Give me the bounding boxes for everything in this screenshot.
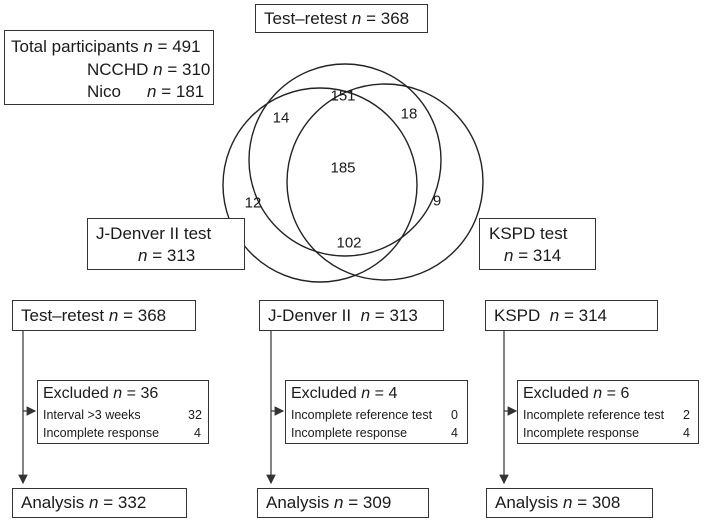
total-participants-label: Total participants n = 491 bbox=[11, 37, 201, 56]
flow1-analysis-box: Analysis n = 332 bbox=[12, 488, 187, 518]
venn-test-retest-label: Test–retest n = 368 bbox=[264, 9, 410, 28]
flow1-excluded-label: Excluded n = 36 bbox=[43, 385, 159, 402]
flow1-analysis-label: Analysis n = 332 bbox=[21, 493, 147, 512]
venn-region-test-retest-jdenver: 14 bbox=[272, 109, 290, 127]
venn-jdenver-label: J-Denver II test bbox=[96, 224, 212, 243]
flow3-reason-2-label: Incomplete response bbox=[523, 426, 640, 440]
venn-kspd-label: KSPD test bbox=[489, 224, 568, 243]
venn-kspd-box: KSPD test n = 314 bbox=[479, 218, 596, 270]
flow2-reason-2-value: 4 bbox=[451, 426, 458, 440]
flow2-analysis-box: Analysis n = 309 bbox=[257, 488, 429, 518]
flow1-reason-2-value: 4 bbox=[194, 426, 201, 440]
flow3-title: KSPD n = 314 bbox=[494, 306, 607, 325]
flow3-title-box: KSPD n = 314 bbox=[485, 300, 658, 331]
flow2-excluded-box: Excluded n = 4 Incomplete reference test… bbox=[285, 380, 468, 444]
flow3-analysis-box: Analysis n = 308 bbox=[486, 488, 653, 518]
venn-region-test-retest-only: 151 bbox=[330, 87, 356, 105]
venn-circle-kspd bbox=[286, 83, 484, 281]
flow2-reason-2-label: Incomplete response bbox=[291, 426, 408, 440]
venn-circle-jdenver bbox=[222, 87, 418, 283]
venn-region-all-three: 185 bbox=[330, 159, 356, 177]
venn-test-retest-box: Test–retest n = 368 bbox=[255, 4, 428, 33]
flow3-reason-1-value: 2 bbox=[683, 408, 690, 422]
participants-summary-box: Total participants n = 491 NCCHD n = 310… bbox=[4, 30, 214, 105]
flow3-excluded-box: Excluded n = 6 Incomplete reference test… bbox=[517, 380, 699, 444]
flow2-reason-1-value: 0 bbox=[451, 408, 458, 422]
flow2-analysis-label: Analysis n = 309 bbox=[266, 493, 392, 512]
flow1-excluded-box: Excluded n = 36 Interval >3 weeks 32 Inc… bbox=[37, 380, 209, 444]
venn-region-jdenver-kspd: 102 bbox=[336, 234, 362, 252]
venn-kspd-n: n = 314 bbox=[504, 246, 562, 265]
flow2-title-box: J-Denver II n = 313 bbox=[259, 300, 444, 331]
flow1-reason-1-value: 32 bbox=[188, 408, 202, 422]
flow3-analysis-label: Analysis n = 308 bbox=[495, 493, 621, 512]
flow1-reason-2-label: Incomplete response bbox=[43, 426, 160, 440]
flow2-reason-1-label: Incomplete reference test bbox=[291, 408, 433, 422]
venn-region-test-retest-kspd: 18 bbox=[400, 105, 418, 123]
flow3-reason-1-label: Incomplete reference test bbox=[523, 408, 665, 422]
flow1-title-box: Test–retest n = 368 bbox=[12, 300, 196, 331]
venn-circle-test-retest bbox=[248, 63, 442, 257]
venn-region-kspd-only: 9 bbox=[432, 192, 442, 210]
flow3-reason-2-value: 4 bbox=[683, 426, 690, 440]
venn-jdenver-box: J-Denver II test n = 313 bbox=[87, 218, 245, 270]
flow3-excluded-label: Excluded n = 6 bbox=[523, 385, 630, 402]
venn-jdenver-n: n = 313 bbox=[138, 246, 196, 265]
ncchd-label: NCCHD n = 310 bbox=[87, 60, 211, 79]
flow1-reason-1-label: Interval >3 weeks bbox=[43, 408, 141, 422]
flow1-title: Test–retest n = 368 bbox=[21, 306, 167, 325]
flow2-excluded-label: Excluded n = 4 bbox=[291, 385, 398, 402]
venn-region-jdenver-only: 12 bbox=[244, 194, 262, 212]
flow2-title: J-Denver II n = 313 bbox=[268, 306, 418, 325]
